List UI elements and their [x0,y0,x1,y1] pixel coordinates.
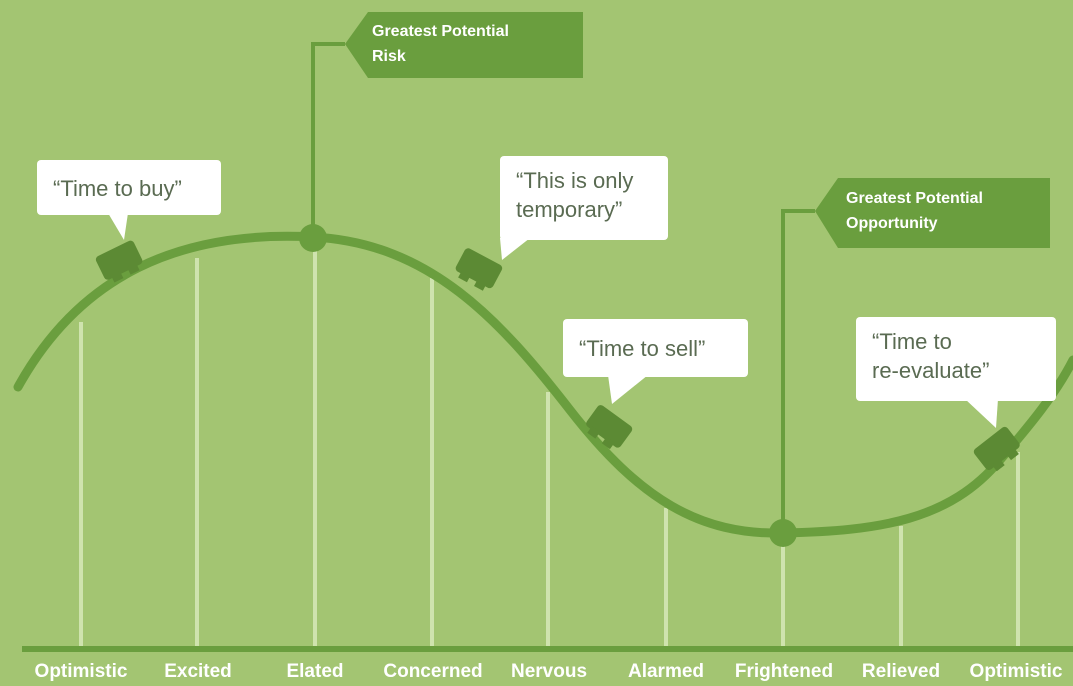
quote-temporary-line1: “This is only [516,168,633,193]
roller-coaster-car-icon [455,248,503,291]
stage-label-nervous: Nervous [511,661,587,682]
opportunity-flag-pole [781,209,815,530]
risk-flag-line2: Risk [372,48,406,65]
risk-flag: Greatest Potential Risk [345,12,583,78]
stage-label-elated: Elated [286,661,343,682]
risk-flag-pole [311,42,345,236]
roller-coaster-car-icon [95,240,143,283]
quote-bubble-temporary: “This is only temporary” [500,156,668,260]
opportunity-flag-line2: Opportunity [846,215,938,232]
quote-bubble-buy: “Time to buy” [37,160,221,240]
roller-coaster-car-icon [973,426,1020,472]
trough-marker [769,519,797,547]
quote-reevaluate-line2: re-evaluate” [872,358,989,383]
stage-labels: Optimistic Excited Elated Concerned Nerv… [35,661,1063,682]
quote-temporary-line2: temporary” [516,197,622,222]
stage-label-relieved: Relieved [862,661,940,682]
quote-reevaluate-line1: “Time to [872,329,952,354]
stage-label-optimistic-start: Optimistic [35,661,128,682]
stage-label-excited: Excited [164,661,232,682]
stage-label-frightened: Frightened [735,661,833,682]
peak-marker [299,224,327,252]
support-posts [79,240,1020,648]
quote-bubble-sell: “Time to sell” [563,319,748,404]
opportunity-flag: Greatest Potential Opportunity [815,178,1050,248]
quote-bubble-reevaluate: “Time to re-evaluate” [856,317,1056,428]
roller-coaster-car-icon [586,405,633,450]
quote-sell-line1: “Time to sell” [579,336,705,361]
stage-label-alarmed: Alarmed [628,661,704,682]
quote-buy-line1: “Time to buy” [53,176,182,201]
risk-flag-line1: Greatest Potential [372,23,509,40]
opportunity-flag-line1: Greatest Potential [846,190,983,207]
stage-label-concerned: Concerned [383,661,482,682]
stage-label-optimistic-end: Optimistic [970,661,1063,682]
